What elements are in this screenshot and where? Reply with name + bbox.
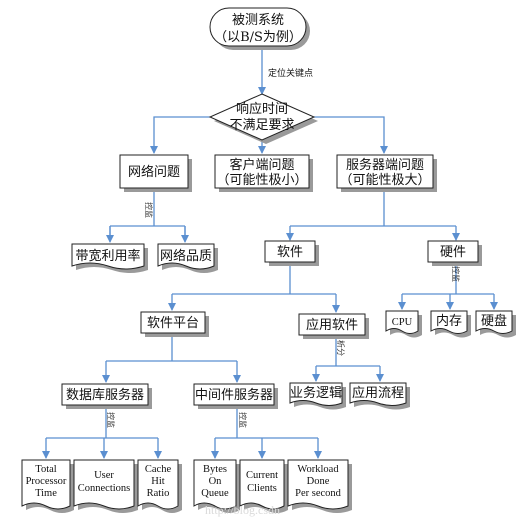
edge-appsw-branch (316, 335, 380, 367)
svg-text:服务器端问题: 服务器端问题 (346, 157, 424, 173)
svg-text:Current: Current (246, 470, 278, 481)
svg-text:（可能性极小）: （可能性极小） (216, 173, 307, 188)
svg-text:Queue: Queue (201, 488, 229, 499)
node-hardware: 硬件 (427, 240, 482, 266)
svg-text:软件平台: 软件平台 (147, 316, 199, 331)
node-application-software: 应用软件 (298, 313, 369, 339)
svg-text:On: On (209, 476, 223, 487)
node-cpu: CPU (385, 310, 422, 338)
node-network-quality: 网络品质 (157, 243, 218, 273)
svg-text:数据库服务器: 数据库服务器 (66, 387, 144, 403)
node-network-problem: 网络问题 (119, 154, 192, 192)
node-cache-hit-ratio: Cache Hit Ratio (137, 459, 182, 513)
svg-text:Total: Total (35, 464, 57, 475)
svg-text:中间件服务器: 中间件服务器 (195, 387, 273, 403)
node-database-server: 数据库服务器 (61, 383, 152, 409)
node-memory: 内存 (430, 310, 471, 338)
edge-server-branch (290, 192, 456, 227)
label-analyze: 析分 (336, 340, 346, 356)
svg-text:客户端问题: 客户端问题 (229, 157, 294, 173)
node-workload-done-per-second: Workload Done Per second (287, 459, 352, 513)
svg-text:网络问题: 网络问题 (128, 164, 180, 180)
svg-text:Ratio: Ratio (147, 488, 170, 499)
node-business-logic: 业务逻辑 (289, 382, 346, 410)
node-bytes-on-queue: Bytes On Queue (193, 459, 240, 513)
svg-text:Workload: Workload (297, 464, 339, 475)
label-monitor-middleware: 控监 (238, 412, 248, 428)
svg-text:硬盘: 硬盘 (481, 313, 507, 329)
node-client-problem: 客户端问题 （可能性极小） (214, 154, 313, 192)
svg-text:应用流程: 应用流程 (352, 385, 404, 401)
svg-text:Connections: Connections (78, 483, 131, 494)
connectors (42, 50, 498, 459)
edge-software-branch (172, 262, 336, 295)
edge-network-children (109, 192, 186, 240)
label-monitor-database: 控监 (106, 412, 116, 428)
svg-text:Clients: Clients (247, 483, 277, 494)
svg-text:Cache: Cache (145, 464, 172, 475)
svg-text:带宽利用率: 带宽利用率 (75, 248, 140, 264)
node-response-time-decision: 响应时间 不满足要求 (208, 93, 318, 144)
node-server-problem: 服务器端问题 （可能性极大） (336, 154, 437, 192)
svg-text:Time: Time (35, 488, 57, 499)
label-locate-key-points: 定位关键点 (268, 67, 313, 79)
svg-text:内存: 内存 (436, 313, 462, 329)
svg-text:User: User (94, 470, 114, 481)
edge-response-to-network (150, 116, 210, 154)
svg-text:硬件: 硬件 (440, 245, 466, 260)
svg-text:Per second: Per second (295, 488, 342, 499)
svg-text:Bytes: Bytes (203, 464, 227, 475)
svg-text:Hit: Hit (151, 476, 165, 487)
svg-text:软件: 软件 (277, 245, 303, 260)
node-software-platform: 软件平台 (140, 311, 209, 337)
svg-text:CPU: CPU (392, 317, 413, 328)
svg-text:（可能性极大）: （可能性极大） (339, 173, 430, 188)
svg-text:Processor: Processor (26, 476, 67, 487)
svg-text:Done: Done (307, 476, 330, 487)
node-application-flow: 应用流程 (349, 382, 410, 410)
response-line2: 不满足要求 (229, 118, 294, 133)
edge-hardware-branch (402, 262, 494, 295)
node-user-connections: User Connections (73, 459, 138, 513)
node-disk: 硬盘 (475, 310, 516, 338)
node-middleware-server: 中间件服务器 (193, 383, 278, 409)
edge-db-branch (46, 406, 158, 439)
svg-text:网络品质: 网络品质 (160, 248, 212, 264)
node-total-processor-time: Total Processor Time (21, 459, 74, 513)
node-bandwidth-usage: 带宽利用率 (71, 243, 148, 273)
label-monitor-hardware: 控监 (451, 266, 461, 282)
node-software: 软件 (264, 240, 319, 266)
svg-text:应用软件: 应用软件 (306, 317, 358, 333)
node-current-clients: Current Clients (239, 459, 288, 513)
system-subtitle: （以B/S为例） (214, 30, 302, 45)
edge-mw-branch (215, 406, 318, 439)
node-system-under-test: 被测系统 （以B/S为例） (209, 7, 310, 50)
label-monitor-network: 控监 (144, 202, 154, 218)
response-line1: 响应时间 (236, 101, 288, 117)
system-title: 被测系统 (232, 13, 284, 28)
watermark-text: http://blog.csdn (205, 503, 280, 517)
edge-platform-branch (106, 333, 237, 362)
edge-response-to-server (314, 116, 388, 154)
svg-text:业务逻辑: 业务逻辑 (290, 385, 342, 401)
